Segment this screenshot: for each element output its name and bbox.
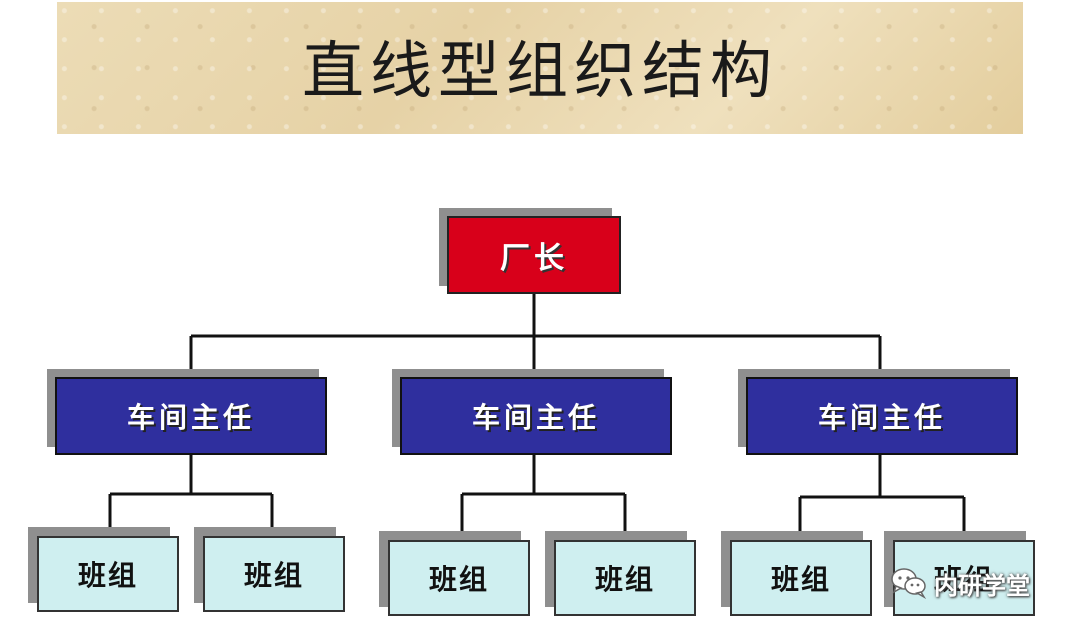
- root-node: 厂长: [447, 216, 621, 294]
- workshop-node-label: 车间主任: [471, 401, 600, 434]
- wechat-icon: [891, 568, 927, 599]
- team-node: 班组: [730, 540, 872, 616]
- root-node-label: 厂长: [500, 241, 568, 276]
- workshop-node: 车间主任: [55, 377, 327, 455]
- team-node-label: 班组: [77, 559, 138, 592]
- team-node-label: 班组: [933, 563, 994, 596]
- team-node: 班组: [554, 540, 696, 616]
- workshop-node-label: 车间主任: [817, 401, 946, 434]
- team-node-label: 班组: [594, 563, 655, 596]
- watermark-text: 内研学堂: [934, 571, 1030, 600]
- team-node-label: 班组: [770, 563, 831, 596]
- team-node: 班组: [37, 536, 179, 612]
- workshop-node: 车间主任: [400, 377, 672, 455]
- team-node-label: 班组: [243, 559, 304, 592]
- team-node-label: 班组: [428, 563, 489, 596]
- team-node: 班组: [388, 540, 530, 616]
- title-banner: 直线型组织结构: [57, 2, 1023, 134]
- diagram-title: 直线型组织结构: [301, 34, 778, 107]
- watermark: 内研学堂: [890, 562, 1030, 604]
- workshop-node-label: 车间主任: [126, 401, 255, 434]
- workshop-node: 车间主任: [746, 377, 1018, 455]
- team-node: 班组: [203, 536, 345, 612]
